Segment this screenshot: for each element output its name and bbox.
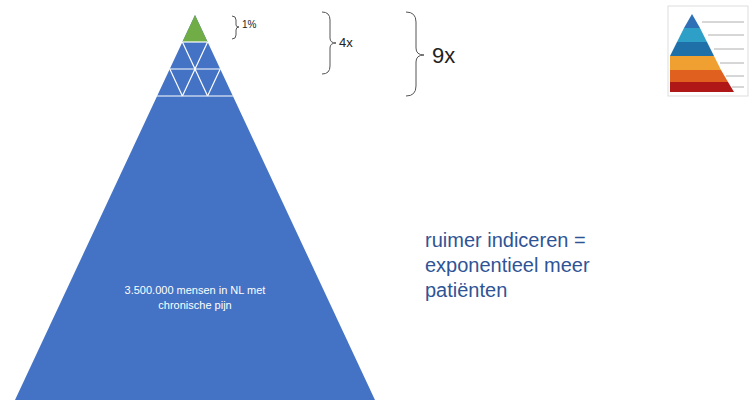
pyramid-tip <box>182 15 207 42</box>
pyramid-outline <box>15 15 375 400</box>
percent-label: 1% <box>242 19 256 32</box>
grid-line <box>157 95 233 96</box>
grid-line <box>170 69 183 96</box>
grid-line <box>208 69 221 96</box>
grid-line <box>182 42 207 96</box>
bracket <box>322 12 336 74</box>
factor-label: 4x <box>339 35 353 51</box>
pyramid-shape: 3.500.000 mensen in NL met chronische pi… <box>15 15 375 400</box>
node-text: 3.500.000 mensen in NL met chronische pi… <box>120 283 270 313</box>
factor-label: 9x <box>432 42 455 70</box>
bracket <box>232 16 239 39</box>
thumbnail-pyramid <box>668 6 748 96</box>
grid-line <box>182 42 207 96</box>
grid-line <box>182 41 207 42</box>
bracket <box>406 12 424 96</box>
note-text: ruimer indiceren = exponentieel meer pat… <box>425 228 640 303</box>
pyramid-body <box>15 15 375 400</box>
